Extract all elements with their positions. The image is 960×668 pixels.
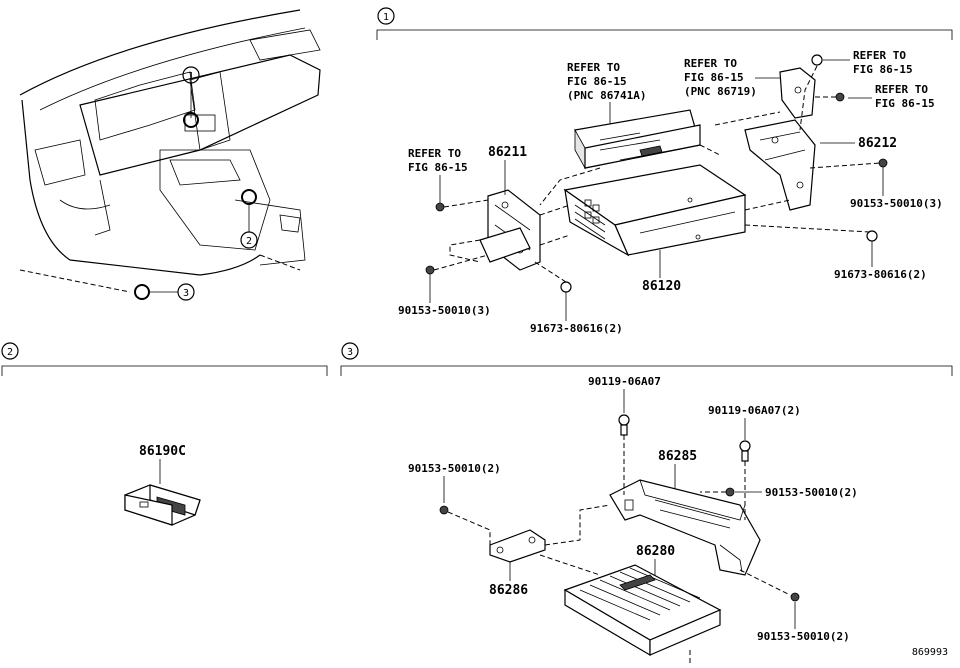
part-label-90119-top2: 90119-06A07(2) [708, 404, 801, 417]
part-label-86211: 86211 [488, 145, 527, 160]
refer-label-a-line2: FIG 86-15 [408, 161, 468, 174]
part-label-90153-right: 90153-50010(3) [850, 197, 943, 210]
nut-icon [811, 54, 823, 66]
overview-marker-1-label: 1 [188, 71, 194, 82]
refer-label-c-line1: REFER TO [684, 57, 737, 70]
amplifier-86280 [563, 564, 722, 657]
section-1-marker-label: 1 [383, 12, 389, 23]
part-label-86120: 86120 [642, 279, 681, 294]
overview-marker-3-label: 3 [183, 288, 189, 299]
overview-marker-2-label: 2 [246, 236, 252, 247]
refer-label-b-line3: (PNC 86741A) [567, 89, 646, 102]
part-label-90119-top: 90119-06A07 [588, 375, 661, 388]
part-label-90153-left: 90153-50010(3) [398, 304, 491, 317]
part-label-90153-left-3: 90153-50010(2) [408, 462, 501, 475]
refer-label-c-line3: (PNC 86719) [684, 85, 757, 98]
section-3: 3 90119-06A07 90119-06A07(2) 86285 90153… [340, 342, 953, 663]
bolt-icon [425, 265, 435, 275]
bracket-86285 [609, 479, 761, 576]
refer-label-e-line1: REFER TO [875, 83, 928, 96]
part-label-86212: 86212 [858, 136, 897, 151]
vehicle-overview: 1 2 3 [19, 9, 321, 301]
section-2: 2 86190C [1, 342, 328, 526]
refer-label-b-line1: REFER TO [567, 61, 620, 74]
bolt-icon [725, 487, 735, 497]
bolt-icon [835, 92, 845, 102]
section-2-marker [1, 342, 19, 360]
section-2-marker-label: 2 [7, 347, 13, 358]
usb-port-86190c [124, 484, 201, 526]
section-3-marker [341, 342, 359, 360]
location-3-circle [134, 284, 150, 300]
bolt-icon [439, 505, 449, 515]
bolt-icon [435, 202, 445, 212]
section-1-marker [377, 7, 395, 25]
part-label-91673-right: 91673-80616(2) [834, 268, 927, 281]
upper-module [574, 109, 701, 170]
part-label-86285: 86285 [658, 449, 697, 464]
bracket-86212 [744, 119, 816, 211]
audio-main-unit-86120 [563, 164, 747, 257]
section-1-bracket [376, 29, 953, 40]
refer-label-d-line2: FIG 86-15 [853, 63, 913, 76]
section-1: 1 REFER TO FIG 86-15 REFER TO FIG 86-15 … [376, 7, 953, 335]
bracket-86211 [479, 189, 541, 271]
section-3-bracket [340, 365, 953, 376]
section-3-marker-label: 3 [347, 347, 353, 358]
overview-marker-3 [177, 283, 195, 301]
part-label-91673-bottom: 91673-80616(2) [530, 322, 623, 335]
part-label-86286: 86286 [489, 583, 528, 598]
refer-label-c-line2: FIG 86-15 [684, 71, 744, 84]
location-1-circle [183, 112, 199, 128]
figure-id: 869993 [912, 647, 948, 658]
screw-icon [560, 281, 572, 293]
refer-label-d-line1: REFER TO [853, 49, 906, 62]
bracket-86286 [489, 529, 546, 563]
screw-icon [866, 230, 878, 242]
part-label-90153-bottom: 90153-50010(2) [757, 630, 850, 643]
part-label-90153-right-3: 90153-50010(2) [765, 486, 858, 499]
refer-label-a-line1: REFER TO [408, 147, 461, 160]
part-label-86280: 86280 [636, 544, 675, 559]
overview-marker-2 [240, 231, 258, 249]
part-label-86190c: 86190C [139, 444, 186, 459]
bolt-icon [878, 158, 888, 168]
bolt-icon [739, 440, 751, 452]
refer-label-e-line2: FIG 86-15 [875, 97, 935, 110]
upper-right-bracket [779, 67, 816, 119]
bolt-icon [618, 414, 630, 426]
bolt-icon [790, 592, 800, 602]
section-2-bracket [1, 365, 328, 376]
refer-label-b-line2: FIG 86-15 [567, 75, 627, 88]
